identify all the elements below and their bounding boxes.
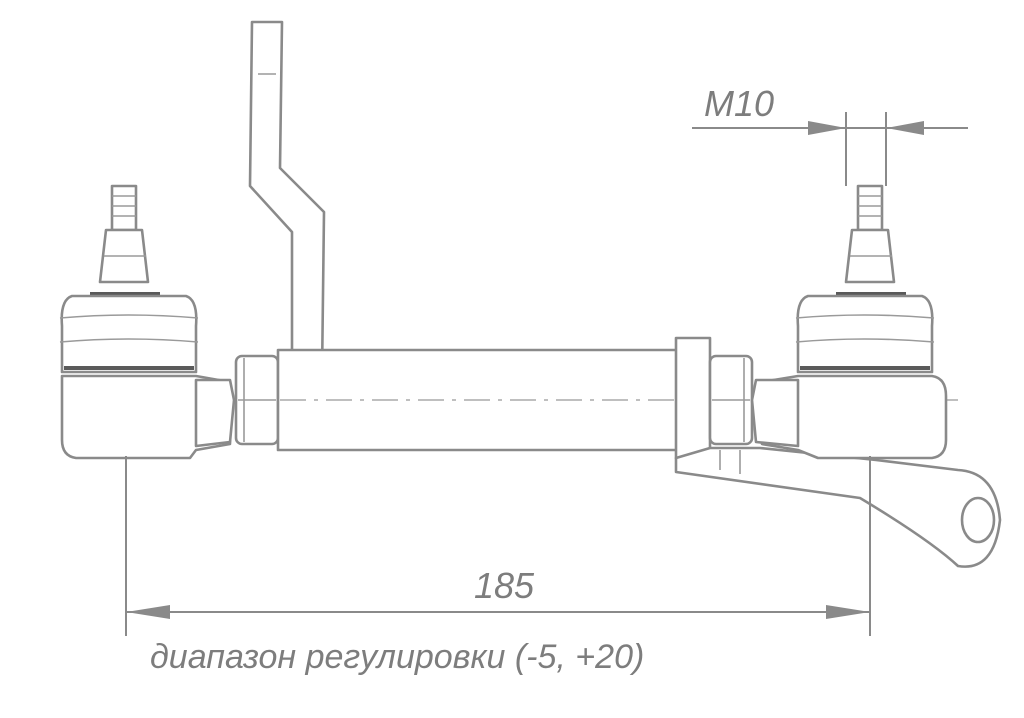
thread-dimension [692,112,968,186]
thread-size-label: M10 [704,83,775,124]
length-dimension-label: 185 [474,565,535,606]
length-dimension [125,456,871,636]
mounting-bracket [674,336,1002,568]
steering-arm-bracket [248,20,326,378]
adjustment-range-note: диапазон регулировки (-5, +20) [150,638,645,676]
mounting-hole [960,496,996,544]
right-lock-nut [708,354,754,446]
left-lock-nut [234,354,280,446]
right-ball-joint [750,184,948,460]
left-ball-joint [59,184,236,460]
